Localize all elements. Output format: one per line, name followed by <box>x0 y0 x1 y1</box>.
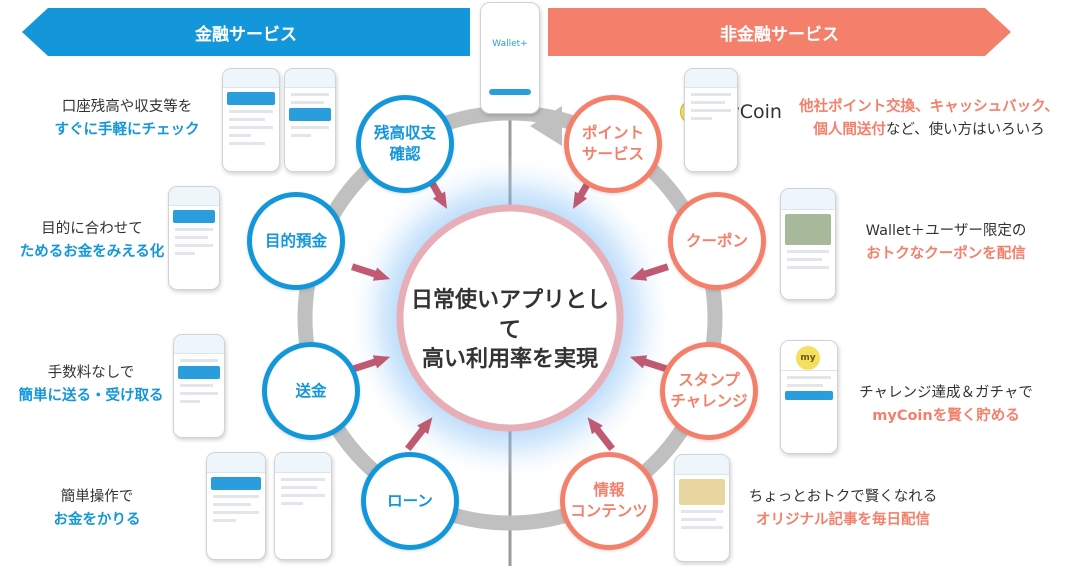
node-goal-savings: 目的預金 <box>247 192 345 290</box>
non-financial-services-label: 非金融サービス <box>720 24 839 45</box>
desc-goal-savings: 目的に合わせて ためるお金をみえる化 <box>19 221 165 261</box>
inward-arrow-3 <box>351 355 391 373</box>
node-loan: ローン <box>361 452 459 550</box>
ring-arrowhead <box>530 106 562 146</box>
desc-transfer: 手数料なしで 簡単に送る・受け取る <box>18 365 164 405</box>
financial-services-banner: 金融サービス <box>22 8 470 56</box>
phone-image-point-service <box>684 68 738 172</box>
wallet-plus-phone-image: Wallet+ <box>480 2 540 114</box>
phone-image-info-content <box>674 454 730 562</box>
inward-arrow-6 <box>629 263 669 281</box>
inward-arrow-7 <box>629 355 669 373</box>
non-financial-services-banner: 非金融サービス <box>548 8 1011 56</box>
phone-image-balance-2 <box>284 68 336 172</box>
node-balance-check: 残高収支 確認 <box>356 95 454 193</box>
phone-image-goal-savings <box>168 186 220 290</box>
desc-stamp-challenge: チャレンジ達成＆ガチャで myCoinを賢く貯める <box>859 385 1033 425</box>
financial-services-label: 金融サービス <box>195 24 297 45</box>
inward-arrow-4 <box>405 417 433 451</box>
node-transfer: 送金 <box>262 342 360 440</box>
phone-image-transfer <box>173 334 225 438</box>
mycoin-badge-icon: my <box>796 346 820 370</box>
phone-image-loan-1 <box>206 452 266 560</box>
center-message: 日常使いアプリとして 高い利用率を実現 <box>403 286 617 375</box>
center-message-line2: 高い利用率を実現 <box>421 347 598 373</box>
center-circle <box>396 204 624 432</box>
center-message-line1: 日常使いアプリとして <box>410 288 609 343</box>
node-stamp-challenge: スタンプ チャレンジ <box>660 342 758 440</box>
node-info-content: 情報 コンテンツ <box>560 452 658 550</box>
node-point-service: ポイント サービス <box>564 95 662 193</box>
desc-loan: 簡単操作で お金をかりる <box>53 489 141 529</box>
phone-image-loan-2 <box>274 452 332 560</box>
inward-arrow-2 <box>351 263 391 281</box>
wallet-plus-brand: Wallet+ <box>492 39 528 49</box>
desc-point-service: 他社ポイント交換、キャッシュバック、 個人間送付など、使い方はいろいろ <box>799 99 1059 139</box>
desc-coupon: Wallet＋ユーザー限定の おトクなクーポンを配信 <box>865 223 1027 263</box>
desc-balance-check: 口座残高や収支等を すぐに手軽にチェック <box>54 99 200 139</box>
wallet-phone-button-graphic <box>489 89 531 95</box>
node-coupon: クーポン <box>668 192 766 290</box>
desc-info-content: ちょっとおトクで賢くなれる オリジナル記事を毎日配信 <box>748 489 938 529</box>
phone-image-balance-1 <box>222 68 280 172</box>
inward-arrow-8 <box>587 417 615 451</box>
phone-image-coupon <box>780 188 836 300</box>
